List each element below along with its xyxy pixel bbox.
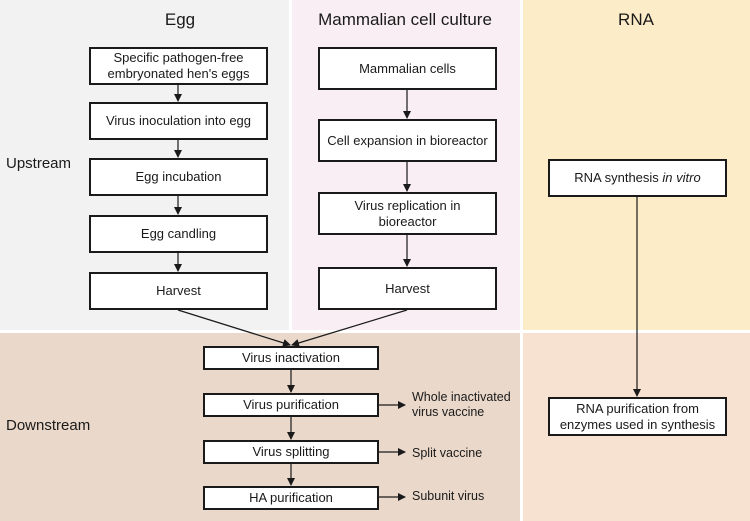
downstream-step-splitting: Virus splitting [203,440,379,464]
mammalian-step-cells: Mammalian cells [318,47,497,90]
egg-step-candling: Egg candling [89,215,268,253]
column-title-rna: RNA [618,10,654,29]
egg-step-spf-eggs: Specific pathogen-free embryonated hen's… [89,47,268,85]
rna-synthesis-italic: in vitro [662,170,701,185]
column-title-mammalian: Mammalian cell culture [318,10,492,29]
rna-synthesis-text: RNA synthesis [574,170,663,185]
rna-step-purification: RNA purification from enzymes used in sy… [548,397,727,436]
output-subunit-virus: Subunit virus [412,489,485,503]
rna-step-synthesis: RNA synthesis in vitro [548,159,727,197]
downstream-step-purification: Virus purification [203,393,379,417]
mammalian-step-harvest: Harvest [318,267,497,310]
rna-synthesis-label: RNA synthesis in vitro [574,170,700,186]
arrow-down-icon [177,309,291,347]
egg-step-incubation: Egg incubation [89,158,268,196]
downstream-step-ha-purification: HA purification [203,486,379,510]
output-split-vaccine: Split vaccine [412,446,483,460]
column-title-egg: Egg [164,10,196,29]
row-label-downstream: Downstream [6,417,91,434]
output-whole-inactivated: Whole inactivated virus vaccine [412,390,511,419]
arrow-down-icon [291,309,408,347]
egg-step-inoculation: Virus inoculation into egg [89,102,268,140]
mammalian-step-replication: Virus replication in bioreactor [318,192,497,235]
mammalian-step-expansion: Cell expansion in bioreactor [318,119,497,162]
egg-step-harvest: Harvest [89,272,268,310]
downstream-step-inactivation: Virus inactivation [203,346,379,370]
row-label-upstream: Upstream [6,155,72,172]
